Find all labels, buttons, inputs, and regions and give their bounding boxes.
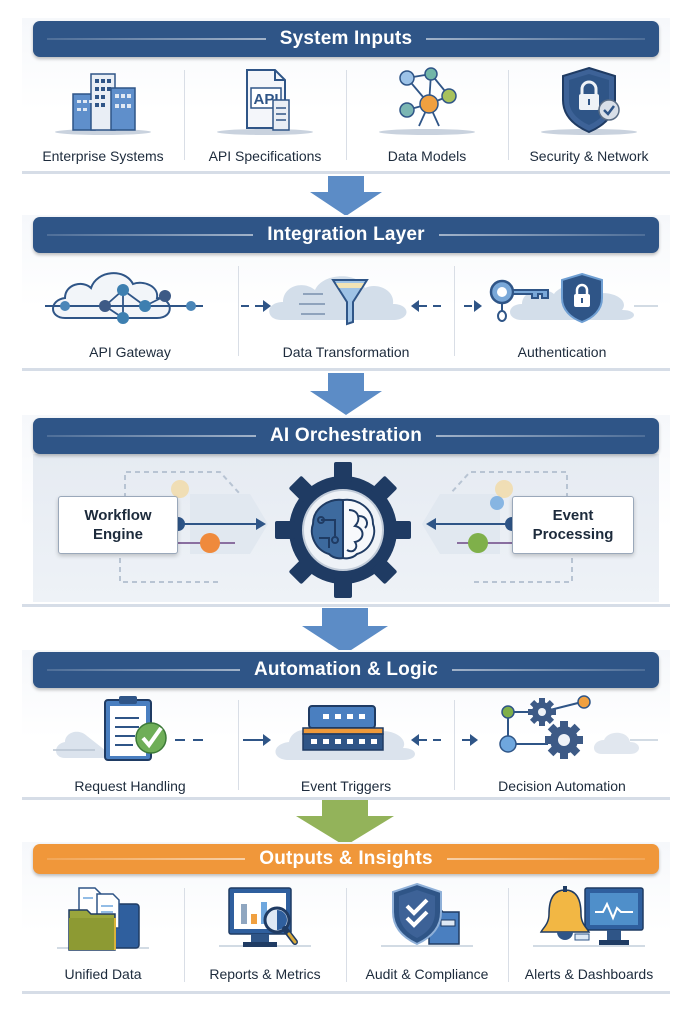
- key-shield-icon: [462, 260, 662, 338]
- banner-rule: [47, 669, 240, 671]
- item-api-specifications: API API Specifications: [184, 64, 346, 164]
- item-label: Reports & Metrics: [209, 966, 321, 982]
- item-audit-compliance: Audit & Compliance: [346, 882, 508, 986]
- banner-rule: [47, 858, 246, 860]
- shield-lock-icon: [519, 64, 659, 142]
- banner-rule: [47, 435, 256, 437]
- item-api-gateway: API Gateway: [22, 260, 238, 360]
- section-title: System Inputs: [279, 28, 413, 49]
- section-title: Outputs & Insights: [259, 848, 433, 869]
- banner-rule: [452, 669, 645, 671]
- box-line: Processing: [532, 526, 614, 543]
- item-decision-automation: Decision Automation: [454, 694, 670, 794]
- clipboard-check-icon: [35, 694, 225, 772]
- item-data-models: Data Models: [346, 64, 508, 164]
- section-title: Integration Layer: [267, 224, 425, 245]
- item-event-triggers: Event Triggers: [238, 694, 454, 794]
- brain-gear-icon: [270, 460, 416, 600]
- item-label: Event Triggers: [300, 778, 392, 794]
- section-title: Automation & Logic: [253, 659, 439, 680]
- section-title: AI Orchestration: [269, 425, 423, 446]
- banner-rule: [426, 38, 645, 40]
- folder-documents-icon: [33, 882, 173, 960]
- item-label: API Specifications: [208, 148, 322, 164]
- item-label: Enterprise Systems: [42, 148, 164, 164]
- item-label: API Gateway: [89, 344, 171, 360]
- item-enterprise-systems: Enterprise Systems: [22, 64, 184, 164]
- gears-nodes-icon: [462, 694, 662, 772]
- funnel-icon: [241, 260, 451, 338]
- monitor-chart-icon: [195, 882, 335, 960]
- item-unified-data: Unified Data: [22, 882, 184, 986]
- outputs-insights-banner: Outputs & Insights: [33, 844, 659, 874]
- outputs-insights-row: Unified Data Reports & Metrics: [22, 882, 670, 986]
- automation-logic-banner: Automation & Logic: [33, 652, 659, 688]
- flow-arrow-down: [306, 373, 386, 415]
- item-label: Request Handling: [74, 778, 186, 794]
- item-reports-metrics: Reports & Metrics: [184, 882, 346, 986]
- item-data-transformation: Data Transformation: [238, 260, 454, 360]
- banner-rule: [436, 435, 646, 437]
- item-label: Data Transformation: [282, 344, 410, 360]
- box-line: Workflow: [84, 507, 152, 524]
- shield-check-icon: [357, 882, 497, 960]
- system-inputs-row: Enterprise Systems API API Specification…: [22, 64, 670, 164]
- banner-rule: [446, 858, 646, 860]
- bell-monitor-icon: [519, 882, 659, 960]
- item-label: Data Models: [387, 148, 467, 164]
- network-graph-icon: [357, 64, 497, 142]
- box-line: Engine: [92, 526, 143, 543]
- item-label: Audit & Compliance: [365, 966, 489, 982]
- integration-layer-banner: Integration Layer: [33, 217, 659, 253]
- cloud-network-icon: [35, 260, 225, 338]
- item-label: Decision Automation: [498, 778, 626, 794]
- banner-rule: [47, 234, 254, 236]
- item-alerts-dashboards: Alerts & Dashboards: [508, 882, 670, 986]
- item-security-network: Security & Network: [508, 64, 670, 164]
- flow-arrow-down: [306, 176, 386, 216]
- ai-orchestration-banner: AI Orchestration: [33, 418, 659, 454]
- system-inputs-banner: System Inputs: [33, 21, 659, 57]
- flow-arrow-down-green: [290, 800, 400, 846]
- item-label: Authentication: [517, 344, 607, 360]
- integration-layer-row: API Gateway Data Transformation: [22, 260, 670, 360]
- box-line: Event: [552, 507, 594, 524]
- banner-rule: [438, 234, 646, 236]
- item-label: Security & Network: [529, 148, 649, 164]
- server-rack-icon: [241, 694, 451, 772]
- item-label: Unified Data: [64, 966, 142, 982]
- item-label: Alerts & Dashboards: [524, 966, 654, 982]
- automation-logic-row: Request Handling Event Triggers: [22, 694, 670, 794]
- buildings-icon: [33, 64, 173, 142]
- flow-arrow-down: [298, 608, 392, 654]
- banner-rule: [47, 38, 266, 40]
- item-request-handling: Request Handling: [22, 694, 238, 794]
- item-authentication: Authentication: [454, 260, 670, 360]
- api-document-icon: API: [195, 64, 335, 142]
